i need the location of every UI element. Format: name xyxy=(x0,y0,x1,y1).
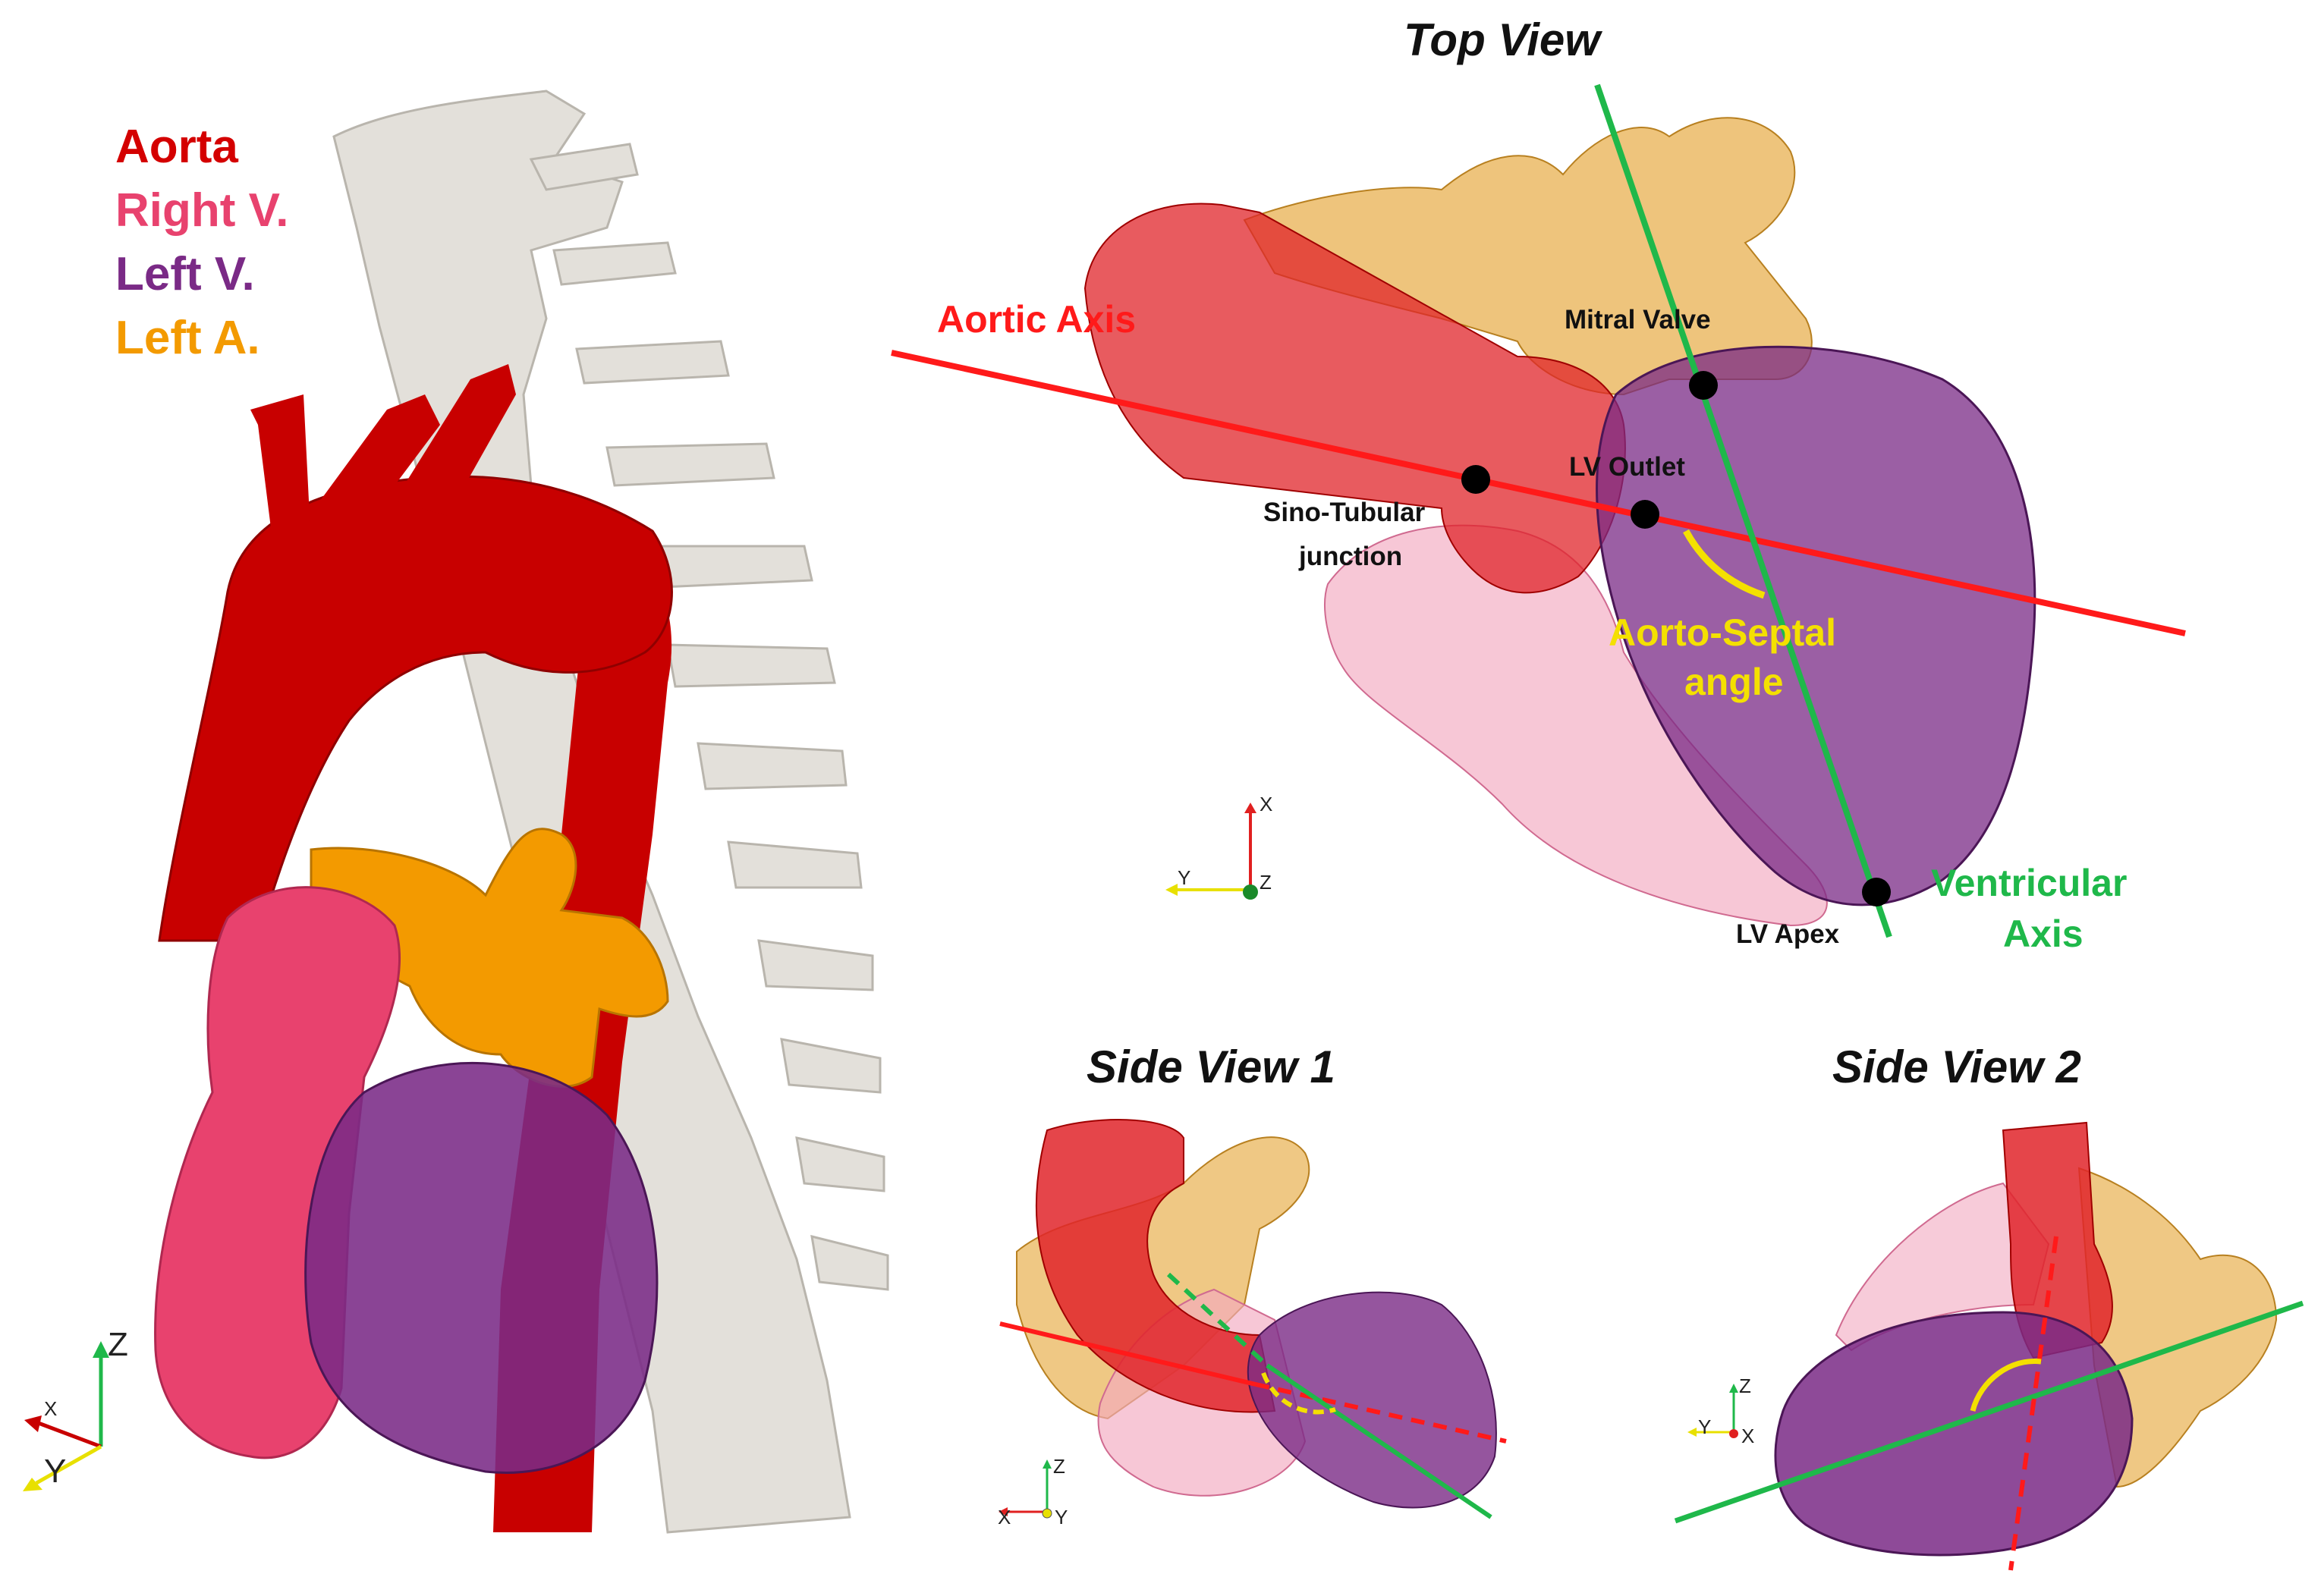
side-view-1-title: Side View 1 xyxy=(1087,1041,1335,1092)
lv-outlet-dot xyxy=(1631,500,1659,529)
left-ventricle xyxy=(1247,1291,1497,1509)
legend-left-ventricle: Left V. xyxy=(115,248,255,300)
aorto-septal-angle-arc xyxy=(1970,1358,2042,1412)
legend-aorta: Aorta xyxy=(115,121,238,173)
aortic-axis-label: Aortic Axis xyxy=(937,298,1137,341)
main-anatomy-view xyxy=(154,90,889,1534)
aortic-axis-line xyxy=(2008,1236,2058,1571)
legend-left-atrium: Left A. xyxy=(115,312,260,364)
coordinate-triad-top xyxy=(1165,803,1258,900)
legend-right-ventricle: Right V. xyxy=(115,184,289,237)
aortic-axis-extension xyxy=(1255,1382,1507,1444)
top-triad-x-label: X xyxy=(1260,793,1273,815)
lv-apex-dot xyxy=(1862,878,1891,906)
side1-triad-x-label: X xyxy=(998,1506,1011,1528)
sino-tubular-dot xyxy=(1461,465,1490,494)
coordinate-triad-side1 xyxy=(999,1459,1052,1519)
ventricular-axis-line xyxy=(1266,1363,1492,1519)
side-view-2-title: Side View 2 xyxy=(1832,1041,2081,1092)
top-view-panel xyxy=(891,83,2186,938)
left-atrium xyxy=(310,828,669,1088)
aortic-arch xyxy=(158,475,673,942)
lv-apex-label: LV Apex xyxy=(1736,919,1840,949)
side-view-2-panel xyxy=(1674,1121,2304,1571)
ventricular-axis-line xyxy=(1674,1300,2304,1524)
sino-tubular-label-line1: Sino-Tubular xyxy=(1263,498,1426,527)
main-triad-y-label: Y xyxy=(44,1453,67,1490)
side1-triad-y-label: Y xyxy=(1055,1506,1068,1528)
aortic-branch xyxy=(303,394,440,546)
aorto-septal-label-line1: Aorto-Septal xyxy=(1609,611,1836,654)
left-ventricle xyxy=(1774,1311,2134,1557)
main-triad-z-label: Z xyxy=(108,1326,128,1363)
top-triad-y-label: Y xyxy=(1178,866,1191,889)
left-ventricle xyxy=(304,1062,659,1474)
sino-tubular-label-line2: junction xyxy=(1299,542,1403,571)
lv-outlet-label: LV Outlet xyxy=(1569,452,1685,482)
ventricular-axis-label-line2: Axis xyxy=(2003,913,2084,955)
aorto-septal-angle-arc xyxy=(1683,529,1766,599)
mitral-valve-label: Mitral Valve xyxy=(1565,305,1711,335)
aorto-septal-angle-arc xyxy=(1261,1371,1336,1415)
left-ventricle xyxy=(1596,345,2036,906)
left-atrium xyxy=(1243,117,1813,396)
aortic-branch xyxy=(395,364,516,516)
top-view-title: Top View xyxy=(1404,14,1600,65)
mitral-valve-dot xyxy=(1689,371,1718,400)
aortic-axis-line xyxy=(999,1321,1256,1387)
side-view-1-panel xyxy=(999,1119,1507,1519)
main-triad-x-label: X xyxy=(44,1397,58,1420)
aortic-axis-line xyxy=(891,350,2186,636)
side2-triad-x-label: X xyxy=(1741,1425,1755,1447)
aorto-septal-label-line2: angle xyxy=(1684,661,1784,703)
aortic-branch xyxy=(250,394,311,546)
side2-triad-z-label: Z xyxy=(1739,1375,1751,1397)
aorta-segment xyxy=(1083,203,1626,594)
coordinate-triad-main xyxy=(23,1341,109,1491)
top-triad-z-label: Z xyxy=(1260,871,1272,894)
ventricular-axis-line xyxy=(1594,83,1892,938)
ventricular-axis-label-line1: Ventricular xyxy=(1931,862,2128,904)
side1-triad-z-label: Z xyxy=(1053,1455,1065,1478)
side2-triad-y-label: Y xyxy=(1698,1415,1712,1438)
coordinate-triad-side2 xyxy=(1687,1384,1738,1438)
aorta-segment xyxy=(1035,1119,1276,1413)
